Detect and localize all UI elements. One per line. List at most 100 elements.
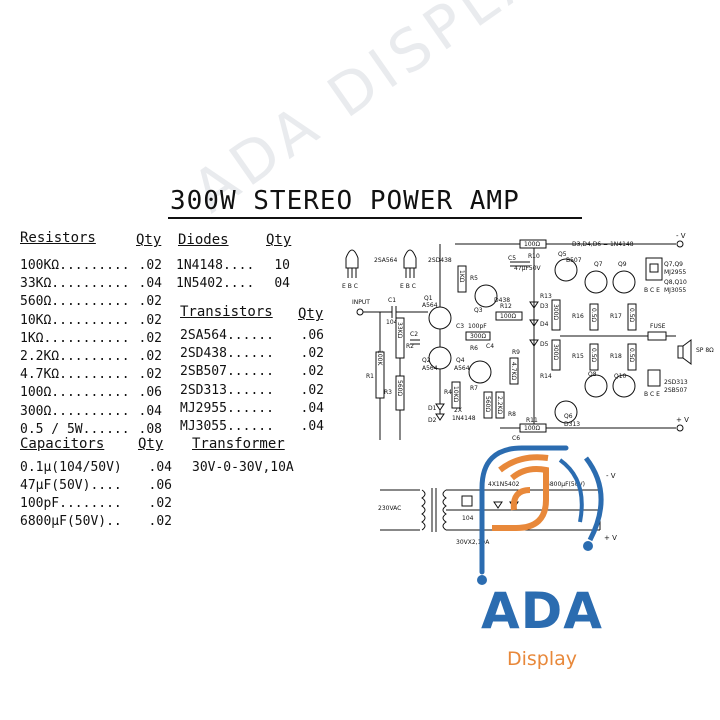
svg-text:Q9: Q9 (618, 261, 627, 268)
resistor-qty: .02 (138, 258, 162, 273)
capacitor-qty: .02 (148, 496, 172, 511)
svg-text:30VX2,10A: 30VX2,10A (456, 539, 490, 546)
transistor-qty: .02 (300, 364, 324, 380)
diode-row: 1N4148....10 (176, 258, 290, 273)
transistor-q7 (584, 270, 608, 294)
r5 (457, 265, 467, 293)
svg-text:Q10: Q10 (614, 373, 627, 380)
r7 (483, 391, 493, 419)
svg-text:2SA564: 2SA564 (374, 257, 397, 264)
diode-row: 1N5402....04 (176, 276, 290, 291)
transistor-name: MJ2955...... (180, 400, 274, 416)
resistor-qty: .02 (138, 349, 162, 364)
capacitor-qty: .06 (148, 478, 172, 493)
transformer-header: Transformer (192, 436, 285, 452)
resistor-qty: .08 (138, 421, 162, 437)
r1 (375, 351, 385, 399)
r11 (519, 423, 547, 433)
brand-name: ADA (481, 582, 603, 640)
transformer-primary (421, 489, 426, 531)
svg-text:C6: C6 (512, 435, 520, 442)
resistor-qty: .02 (138, 367, 162, 383)
resistor-name: 300Ω.......... (20, 403, 130, 419)
svg-text:C2: C2 (410, 331, 418, 338)
svg-text:D2: D2 (428, 417, 437, 424)
resistor-row: 100Ω...........06 (20, 385, 162, 400)
svg-text:R8: R8 (508, 411, 516, 418)
svg-text:0.5Ω: 0.5Ω (590, 308, 597, 323)
transistors-header: Transistors (180, 304, 273, 320)
svg-text:A564: A564 (422, 365, 438, 372)
svg-text:2SB507: 2SB507 (664, 387, 687, 394)
svg-text:104: 104 (386, 319, 398, 326)
capacitors-header: Capacitors (20, 436, 105, 452)
svg-text:100pF: 100pF (468, 323, 487, 330)
transistor-qty: .04 (300, 419, 324, 434)
label-minus-v: - V (676, 232, 686, 240)
transistor-q3 (474, 284, 498, 308)
svg-text:SP 8Ω: SP 8Ω (696, 347, 714, 354)
fuse (647, 331, 667, 341)
transistor-qty: .02 (300, 382, 324, 398)
capacitor-row: 6800μF(50V)...02 (20, 514, 172, 529)
svg-text:B C E: B C E (644, 287, 660, 294)
resistor-name: 10KΩ.......... (20, 312, 130, 328)
resistors-qty-header: Qty (136, 232, 162, 248)
transformer-secondary (442, 489, 447, 531)
svg-text:R17: R17 (610, 313, 622, 320)
svg-text:2SD313: 2SD313 (664, 379, 688, 386)
svg-text:C4: C4 (486, 343, 494, 350)
svg-text:B507: B507 (566, 257, 582, 264)
svg-text:R7: R7 (470, 385, 478, 392)
svg-text:C1: C1 (388, 297, 396, 304)
transistor-q6 (554, 400, 578, 424)
capacitor-row: 100pF.........02 (20, 496, 172, 511)
svg-text:1KΩ: 1KΩ (458, 270, 465, 283)
resistors-header: Resistors (20, 230, 96, 246)
svg-text:R15: R15 (572, 353, 584, 360)
r6 (465, 331, 491, 341)
transistor-row: MJ2955.......04 (180, 401, 324, 416)
resistor-qty: .04 (138, 403, 162, 419)
svg-text:- V: - V (606, 472, 616, 480)
svg-text:+ V: + V (604, 534, 617, 542)
svg-text:300Ω: 300Ω (470, 333, 486, 340)
resistor-row: 300Ω.......... .04 (20, 404, 162, 419)
svg-text:R1: R1 (366, 373, 374, 380)
page-title: 300W STEREO POWER AMP (170, 186, 520, 216)
to126-package-icon (647, 369, 661, 387)
r4 (451, 381, 461, 409)
svg-text:R6: R6 (470, 345, 478, 352)
svg-text:Q7,Q9: Q7,Q9 (664, 261, 683, 268)
resistor-name: 560Ω.......... (20, 294, 130, 310)
svg-text:0.5Ω: 0.5Ω (628, 308, 635, 323)
transistor-q8 (584, 374, 608, 398)
svg-text:Q6: Q6 (564, 413, 573, 420)
diodes-header: Diodes (178, 232, 229, 248)
transformer-value: 30V-0-30V,10A (192, 460, 294, 475)
transistor-row: 2SB507.......02 (180, 364, 324, 379)
svg-text:Q1: Q1 (424, 295, 433, 302)
diode-qty: 04 (274, 276, 290, 291)
resistor-row: 10KΩ...........02 (20, 313, 162, 328)
svg-text:Q5: Q5 (558, 251, 567, 258)
svg-text:300Ω: 300Ω (552, 344, 559, 360)
svg-text:R9: R9 (512, 349, 520, 356)
svg-text:A564: A564 (454, 365, 470, 372)
title-underline (168, 217, 582, 219)
svg-text:MJ2955: MJ2955 (664, 269, 686, 276)
capacitor-qty: .02 (148, 514, 172, 529)
capacitor-row: 0.1μ(104/50V).04 (20, 460, 172, 475)
svg-text:33KΩ: 33KΩ (396, 322, 403, 339)
diode-qty: 10 (274, 258, 290, 273)
svg-text:47μF50V: 47μF50V (514, 265, 542, 272)
capacitors-qty-header: Qty (138, 436, 164, 452)
resistor-row: 100KΩ..........02 (20, 258, 162, 273)
resistor-name: 33KΩ.......... (20, 276, 130, 292)
svg-text:FUSE: FUSE (650, 323, 666, 330)
svg-text:1N4148: 1N4148 (452, 415, 476, 422)
svg-text:A564: A564 (422, 302, 438, 309)
svg-text:D3: D3 (540, 303, 549, 310)
svg-text:B C E: B C E (644, 391, 660, 398)
